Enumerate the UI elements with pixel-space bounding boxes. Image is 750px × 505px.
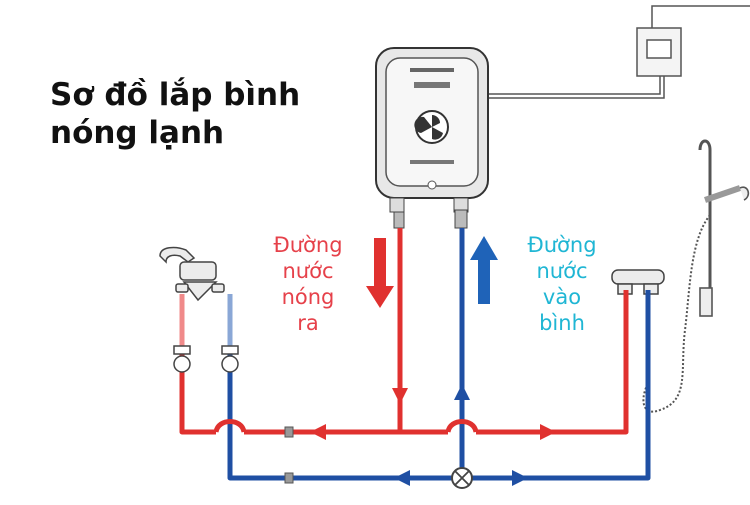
hot-water-out-label: Đường nước nóng ra xyxy=(258,232,358,336)
cold-label-line: Đường xyxy=(527,233,597,257)
cold-label-line: vào xyxy=(542,285,582,309)
hot-label-line: nóng xyxy=(281,285,335,309)
pipe-fittings xyxy=(284,426,294,484)
cold-water-in-label: Đường nước vào bình xyxy=(510,232,614,336)
hot-label-line: ra xyxy=(297,311,319,335)
diagram-title: Sơ đồ lắp bình nóng lạnh xyxy=(50,76,300,152)
water-heater-icon xyxy=(375,47,489,229)
main-valve-icon xyxy=(451,467,473,489)
cold-direction-arrow xyxy=(470,236,498,304)
cold-label-line: nước xyxy=(536,259,588,283)
hot-flow-arrows xyxy=(310,388,556,440)
control-box-icon xyxy=(483,5,750,120)
valve-icon xyxy=(173,345,239,373)
fan-logo-icon xyxy=(414,110,449,144)
hot-label-line: nước xyxy=(282,259,334,283)
cold-flow-arrows xyxy=(394,384,528,486)
hot-label-line: Đường xyxy=(273,233,343,257)
shower-mixer-icon xyxy=(611,269,665,295)
hot-direction-arrow xyxy=(366,238,394,308)
title-line-2: nóng lạnh xyxy=(50,115,225,151)
title-line-1: Sơ đồ lắp bình xyxy=(50,77,301,113)
sink-faucet-icon xyxy=(159,246,225,302)
cold-label-line: bình xyxy=(539,311,585,335)
